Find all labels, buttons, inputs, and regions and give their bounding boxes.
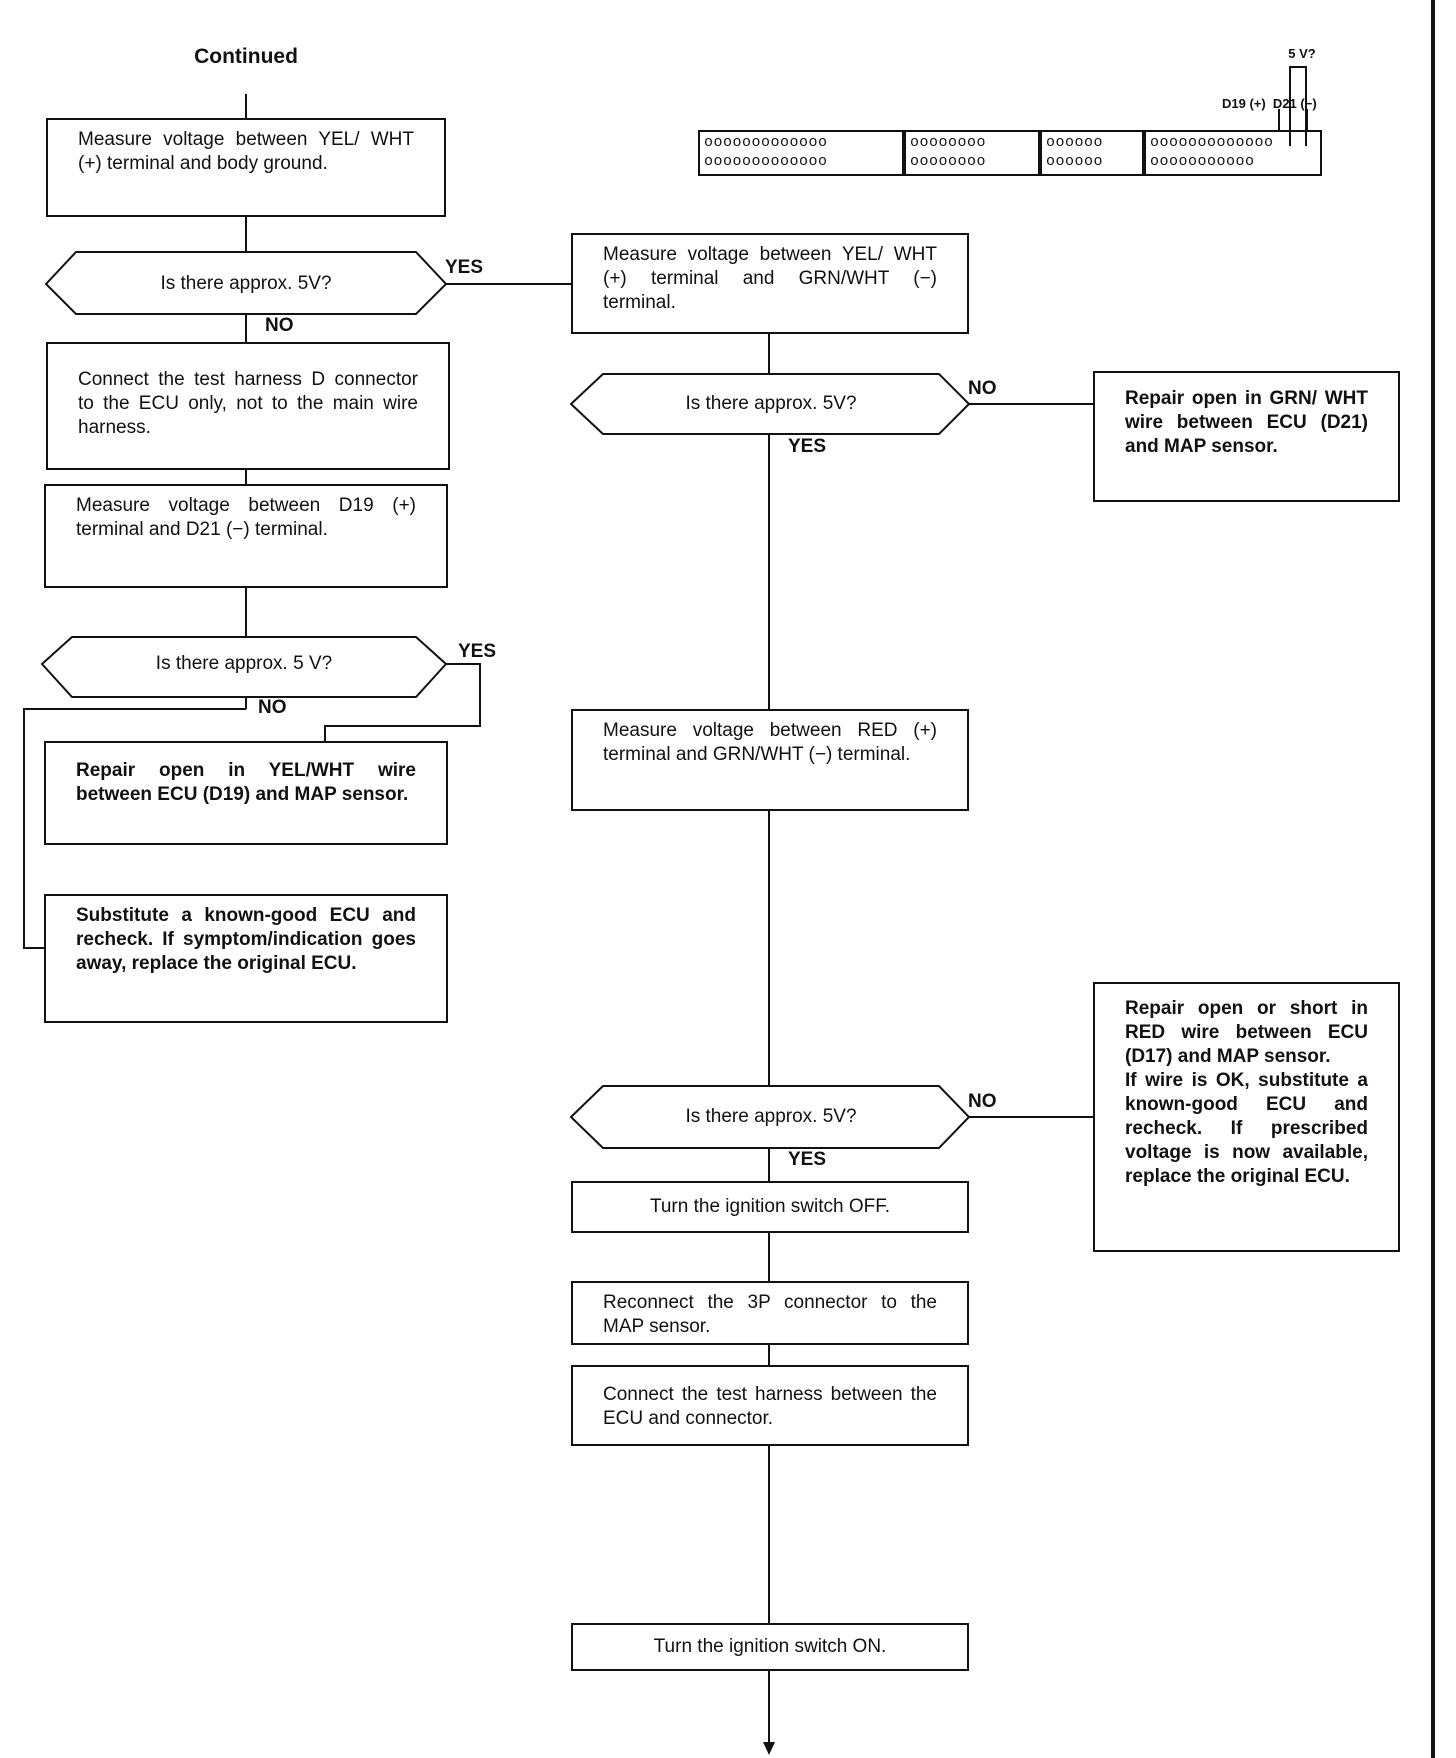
flow-arrowhead <box>763 1742 775 1755</box>
step-ignition-on: Turn the ignition switch ON. <box>571 1623 969 1671</box>
decision-2-text: Is there approx. 5 V? <box>155 653 333 674</box>
decision-shape-1 <box>44 251 448 315</box>
step-measure-yel-wht-body-ground: Measure voltage between YEL/ WHT (+) ter… <box>46 118 446 217</box>
step-substitute-ecu: Substitute a known-good ECU and recheck.… <box>44 894 448 1023</box>
step-ignition-off: Turn the ignition switch OFF. <box>571 1181 969 1233</box>
step-repair-yel-wht-wire: Repair open in YEL/WHT wire between ECU … <box>44 741 448 845</box>
connector-block-4: ooooooooooooo ooooooooooo <box>1144 130 1322 176</box>
step-measure-yel-wht-grn-wht: Measure voltage between YEL/ WHT (+) ter… <box>571 233 969 334</box>
step-repair-grn-wht-wire: Repair open in GRN/ WHT wire between ECU… <box>1093 371 1400 502</box>
step-measure-d19-d21: Measure voltage between D19 (+) terminal… <box>44 484 448 588</box>
yes-label-2: YES <box>458 641 497 662</box>
yes-label-4: YES <box>788 1149 827 1170</box>
connector-voltage-label: 5 V? <box>1288 46 1316 61</box>
decision-shape-3 <box>569 373 971 435</box>
yes-label-3: YES <box>788 436 827 457</box>
decision-shape-2 <box>40 636 448 698</box>
no-label-1: NO <box>265 315 294 336</box>
connector-block-3: oooooo oooooo <box>1040 130 1144 176</box>
decision-3-text: Is there approx. 5V? <box>685 393 857 414</box>
no-label-3: NO <box>968 378 997 399</box>
step-repair-red-wire: Repair open or short in RED wire between… <box>1093 982 1400 1252</box>
step-connect-test-harness: Connect the test harness between the ECU… <box>571 1365 969 1446</box>
connector-pin-labels: D19 (+) D21 (−) <box>1222 96 1317 111</box>
yes-label-1: YES <box>445 257 484 278</box>
step-measure-red-grn-wht: Measure voltage between RED (+) terminal… <box>571 709 969 811</box>
decision-shape-4 <box>569 1085 971 1149</box>
decision-4-text: Is there approx. 5V? <box>685 1106 857 1127</box>
no-label-4: NO <box>968 1091 997 1112</box>
page-title: Continued <box>194 45 298 68</box>
step-reconnect-3p-connector: Reconnect the 3P connector to the MAP se… <box>571 1281 969 1345</box>
no-label-2: NO <box>258 697 287 718</box>
step-connect-test-harness-d: Connect the test harness D connector to … <box>46 342 450 470</box>
connector-block-2: oooooooo oooooooo <box>904 130 1040 176</box>
connector-block-1: ooooooooooooo ooooooooooooo <box>698 130 904 176</box>
decision-1-text: Is there approx. 5V? <box>160 273 332 294</box>
